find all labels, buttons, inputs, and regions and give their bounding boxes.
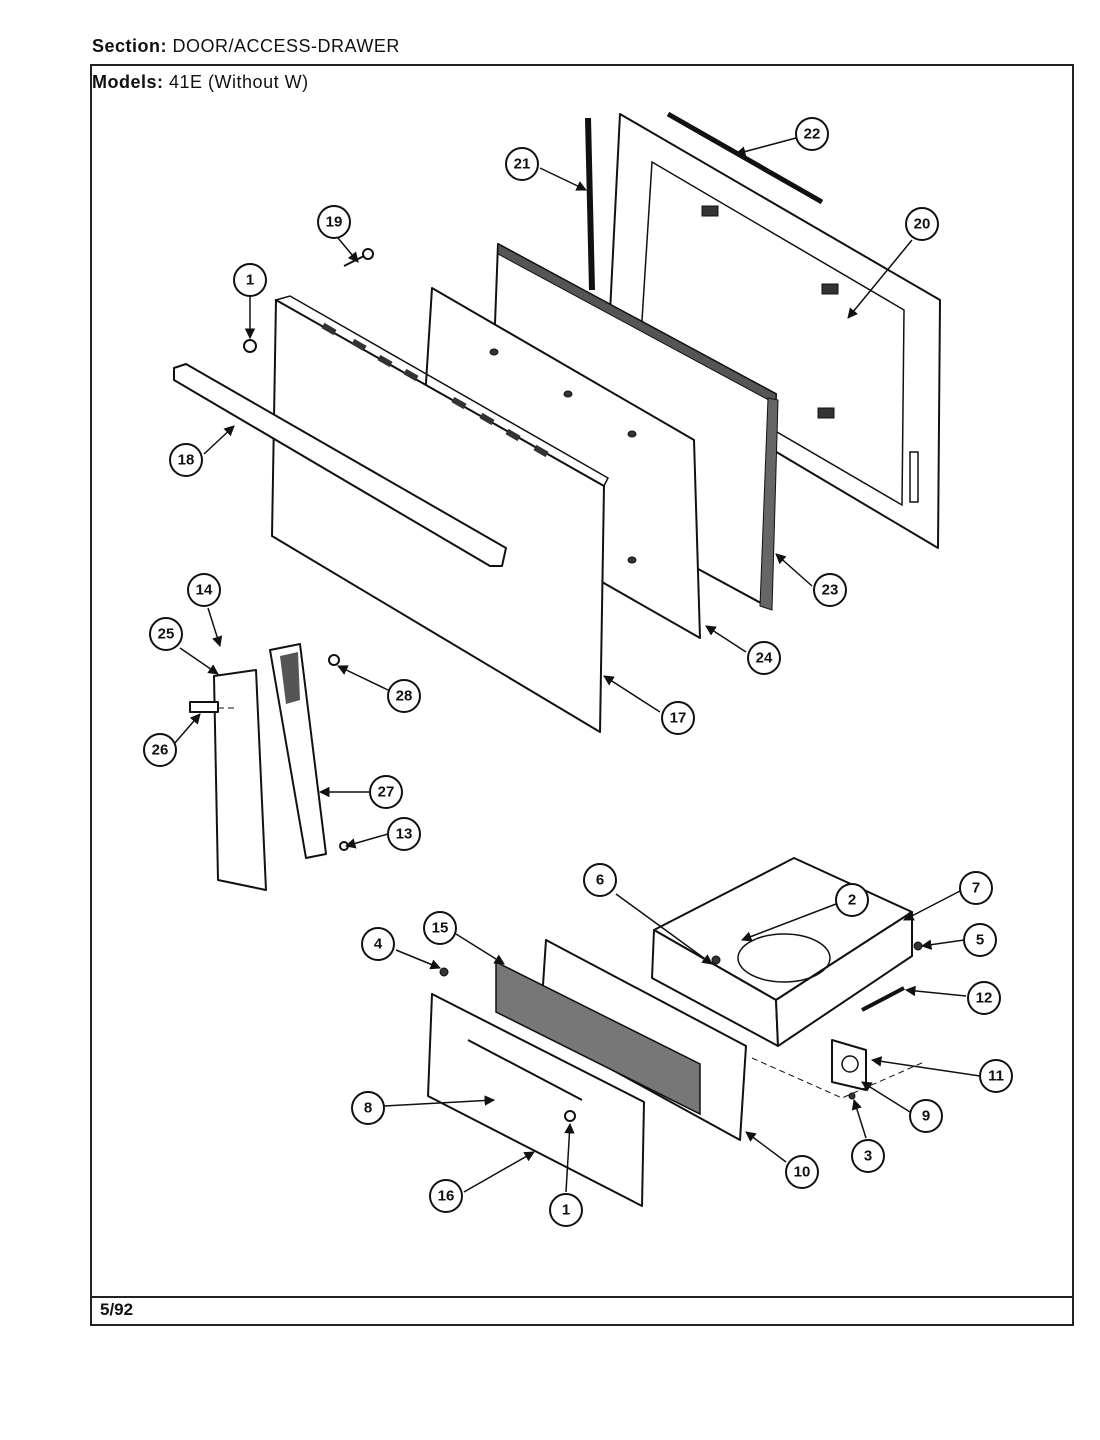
small-screw-part [439, 967, 449, 977]
callout-13: 13 [387, 817, 421, 851]
assembly-lines [218, 707, 925, 1099]
callout-6: 6 [583, 863, 617, 897]
callout-number: 11 [988, 1068, 1004, 1085]
callout-12: 12 [967, 981, 1001, 1015]
callout-17: 17 [661, 701, 695, 735]
washer-part [243, 339, 257, 353]
callout-8: 8 [351, 1091, 385, 1125]
door-inner-frame-part [607, 113, 941, 549]
callout-18: 18 [169, 443, 203, 477]
callout-number: 27 [378, 784, 395, 801]
callout-number: 12 [976, 990, 993, 1007]
callout-1-top: 1 [233, 263, 267, 297]
callout-number: 9 [922, 1108, 930, 1125]
callout-22: 22 [795, 117, 829, 151]
callout-number: 20 [914, 216, 931, 233]
drawer-insulation-part [495, 960, 701, 1116]
trim-clip-part [189, 701, 219, 713]
callout-number: 6 [596, 872, 604, 889]
callout-number: 1 [246, 272, 254, 289]
callout-number: 8 [364, 1100, 372, 1117]
callout-number: 13 [396, 826, 413, 843]
callout-number: 5 [976, 932, 984, 949]
drawer-rail-part [861, 986, 905, 1012]
door-handle-part [173, 363, 507, 567]
callout-number: 1 [562, 1202, 570, 1219]
callout-20: 20 [905, 207, 939, 241]
callout-15: 15 [423, 911, 457, 945]
callout-4: 4 [361, 927, 395, 961]
callout-number: 22 [804, 126, 821, 143]
callout-number: 19 [326, 214, 343, 231]
callout-number: 3 [864, 1148, 872, 1165]
callout-2: 2 [835, 883, 869, 917]
callout-16: 16 [429, 1179, 463, 1213]
callout-26: 26 [143, 733, 177, 767]
callout-5: 5 [963, 923, 997, 957]
drawer-front-part [427, 993, 645, 1207]
callout-number: 23 [822, 582, 839, 599]
callout-11: 11 [979, 1059, 1013, 1093]
side-trim-part [213, 669, 267, 891]
callout-3: 3 [851, 1139, 885, 1173]
side-bracket-part [269, 643, 327, 859]
callout-10: 10 [785, 1155, 819, 1189]
callout-24: 24 [747, 641, 781, 675]
callout-27: 27 [369, 775, 403, 809]
models-heading: Models: 41E (Without W) [92, 72, 309, 93]
callout-number: 25 [158, 626, 175, 643]
models-label: Models: [92, 72, 164, 92]
callout-14: 14 [187, 573, 221, 607]
callout-number: 21 [514, 156, 531, 173]
callout-1-bottom: 1 [549, 1193, 583, 1227]
callout-28: 28 [387, 679, 421, 713]
callout-number: 24 [756, 650, 773, 667]
side-screw-part [913, 941, 923, 951]
callout-25: 25 [149, 617, 183, 651]
callout-number: 14 [196, 582, 213, 599]
bracket-clip-part [328, 654, 340, 666]
callout-number: 26 [152, 742, 169, 759]
side-strip-part [585, 117, 595, 291]
callout-21: 21 [505, 147, 539, 181]
section-heading: Section: DOOR/ACCESS-DRAWER [92, 36, 400, 57]
callout-number: 17 [670, 710, 687, 727]
callout-number: 15 [432, 920, 449, 937]
callout-number: 16 [438, 1188, 455, 1205]
callout-19: 19 [317, 205, 351, 239]
callout-number: 4 [374, 936, 383, 953]
callout-number: 18 [178, 452, 195, 469]
models-value: 41E (Without W) [169, 72, 309, 92]
revision-date: 5/92 [100, 1300, 134, 1319]
leader-lines [173, 137, 981, 1193]
callout-7: 7 [959, 871, 993, 905]
section-label: Section: [92, 36, 168, 56]
callout-23: 23 [813, 573, 847, 607]
callout-number: 2 [848, 892, 856, 909]
callout-9: 9 [909, 1099, 943, 1133]
diagram-frame [90, 64, 1074, 1326]
footer-divider [90, 1296, 1074, 1298]
callout-number: 7 [972, 880, 980, 897]
section-value: DOOR/ACCESS-DRAWER [172, 36, 400, 56]
callout-number: 28 [396, 688, 413, 705]
top-strip-part [666, 111, 824, 205]
drawer-hinge-part [831, 1039, 867, 1100]
callout-number: 10 [794, 1164, 811, 1181]
